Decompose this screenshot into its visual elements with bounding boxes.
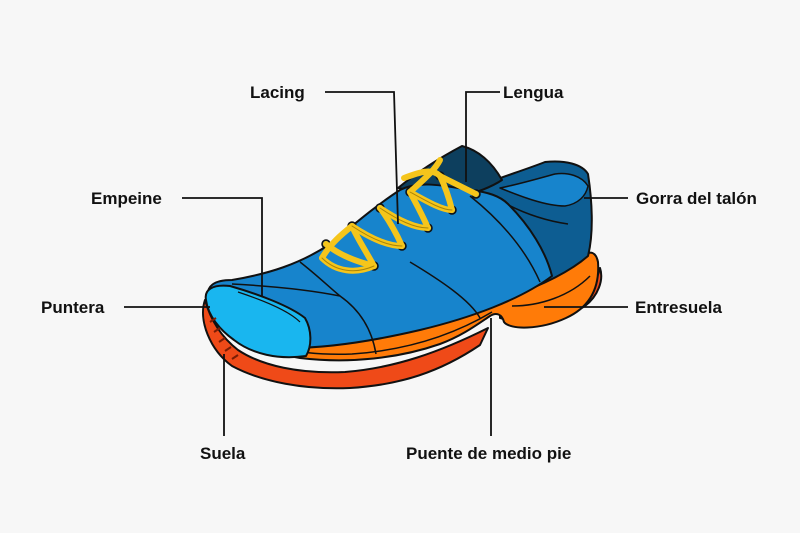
label-entresuela: Entresuela [635,298,722,317]
upper-seam-5 [237,291,301,323]
laces-outline [321,191,453,272]
label-lengua: Lengua [503,83,564,102]
outsole-shape [202,299,489,390]
lace-cross [319,223,355,261]
heel-collar-shape [499,172,589,207]
tread-marks [209,317,239,360]
upper-seam-2 [299,261,341,297]
midsole-heel-edge-line [511,275,591,307]
leader-line-empeine [182,197,263,296]
lace-cross [437,173,479,197]
lace-cross [407,157,443,195]
upper-seam-3 [409,261,481,319]
lace-cross [401,168,443,181]
leader-lines [124,91,628,436]
lace-cross [323,241,377,269]
label-puntera: Puntera [41,298,105,317]
leader-line-lengua [465,91,500,182]
label-gorra-del-talon: Gorra del talón [636,189,757,208]
toe-cap-shape [204,284,312,359]
label-empeine: Empeine [91,189,162,208]
upper-seam-4 [469,195,541,283]
leader-line-lacing [325,91,399,225]
label-lacing: Lacing [250,83,305,102]
upper-shape [206,183,553,350]
label-suela: Suela [200,444,246,463]
label-puente-de-medio-pie: Puente de medio pie [406,444,571,463]
